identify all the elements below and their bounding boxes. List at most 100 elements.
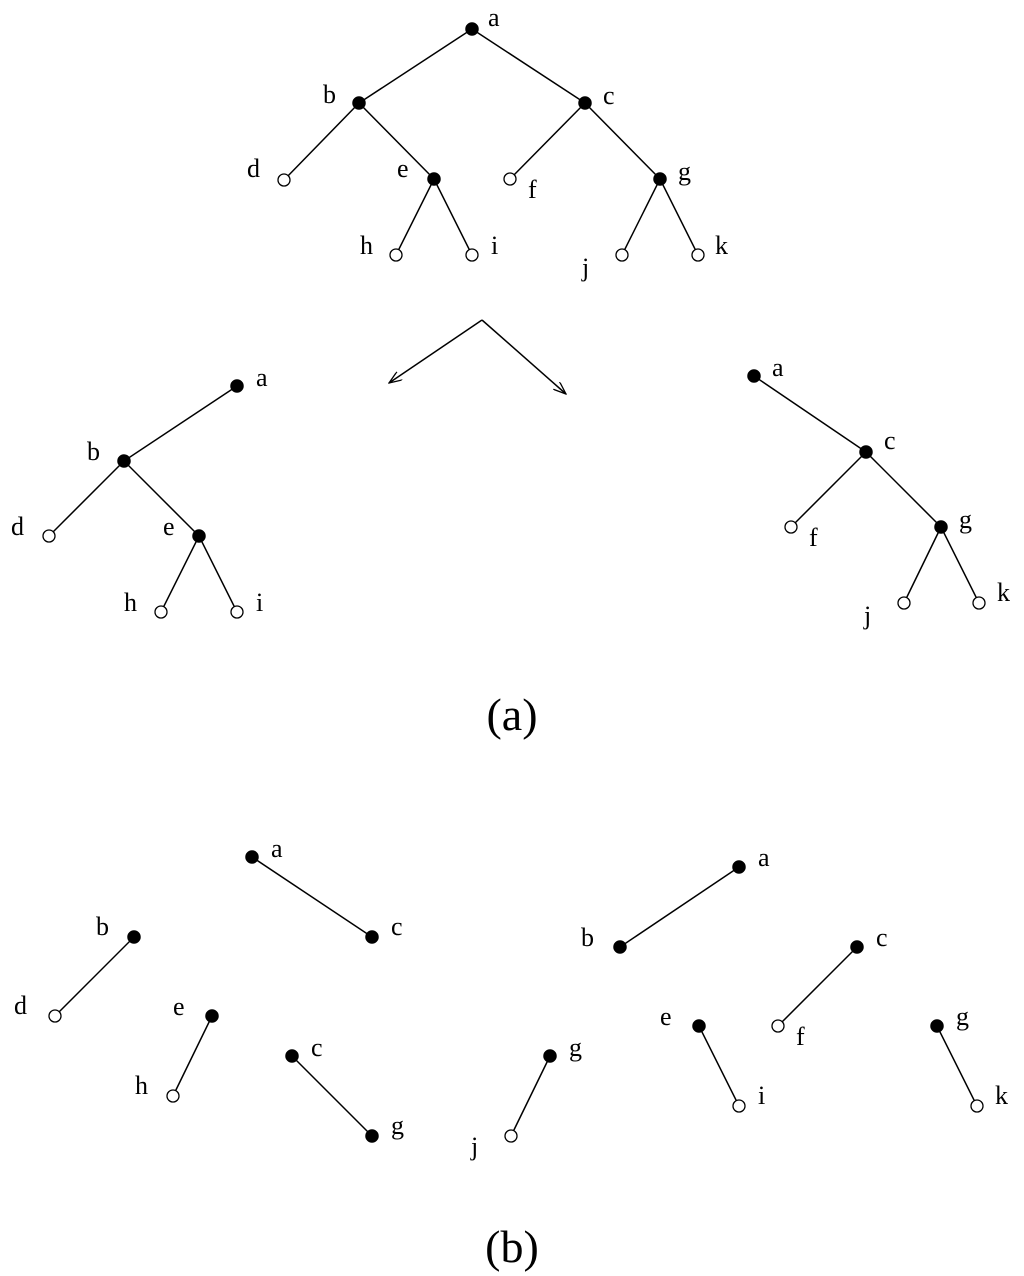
full-tree: a b c d e f g h i j k bbox=[247, 3, 728, 282]
label-k: k bbox=[995, 1081, 1008, 1110]
node-f bbox=[771, 1019, 785, 1033]
label-c: c bbox=[884, 426, 896, 455]
piece-a-b: a b bbox=[581, 843, 770, 954]
piece-e-h: e h bbox=[135, 992, 219, 1103]
node-j bbox=[897, 596, 911, 610]
node-c bbox=[285, 1049, 299, 1063]
node-k bbox=[691, 248, 705, 262]
node-b bbox=[127, 930, 141, 944]
label-g: g bbox=[956, 1002, 969, 1031]
node-e bbox=[205, 1009, 219, 1023]
node-g bbox=[365, 1129, 379, 1143]
label-b: b bbox=[96, 912, 109, 941]
left-subtree: a b d e h i bbox=[11, 363, 268, 619]
label-j: j bbox=[581, 253, 589, 282]
label-i: i bbox=[758, 1081, 765, 1110]
label-e: e bbox=[173, 992, 185, 1021]
label-d: d bbox=[14, 991, 27, 1020]
label-c: c bbox=[391, 912, 403, 941]
piece-c-f: c f bbox=[771, 923, 888, 1051]
node-a bbox=[747, 369, 761, 383]
label-a: a bbox=[772, 353, 784, 382]
label-k: k bbox=[715, 231, 728, 260]
label-j: j bbox=[863, 601, 871, 630]
label-i: i bbox=[256, 588, 263, 617]
label-c: c bbox=[311, 1033, 323, 1062]
label-b: b bbox=[87, 437, 100, 466]
label-d: d bbox=[247, 154, 260, 183]
node-h bbox=[154, 605, 168, 619]
node-j bbox=[615, 248, 629, 262]
node-e bbox=[692, 1019, 706, 1033]
node-a bbox=[465, 22, 479, 36]
node-f bbox=[503, 172, 517, 186]
label-i: i bbox=[491, 231, 498, 260]
label-e: e bbox=[397, 154, 409, 183]
node-e bbox=[192, 529, 206, 543]
node-d bbox=[277, 173, 291, 187]
piece-g-j: g j bbox=[470, 1033, 582, 1161]
node-h bbox=[166, 1089, 180, 1103]
node-f bbox=[784, 520, 798, 534]
label-a: a bbox=[758, 843, 770, 872]
piece-b-d: b d bbox=[14, 912, 141, 1023]
label-h: h bbox=[135, 1071, 148, 1100]
node-c bbox=[859, 445, 873, 459]
right-subtree: a c f g j k bbox=[747, 353, 1010, 630]
node-c bbox=[365, 930, 379, 944]
label-b: b bbox=[581, 923, 594, 952]
node-a bbox=[230, 379, 244, 393]
node-g bbox=[653, 172, 667, 186]
full-tree-nodes bbox=[277, 22, 705, 262]
label-j: j bbox=[470, 1132, 478, 1161]
node-b bbox=[117, 454, 131, 468]
label-f: f bbox=[796, 1022, 805, 1051]
node-i bbox=[732, 1099, 746, 1113]
node-e bbox=[427, 172, 441, 186]
label-c: c bbox=[603, 81, 615, 110]
node-g bbox=[543, 1049, 557, 1063]
piece-e-i: e i bbox=[660, 1002, 765, 1113]
piece-c-g: c g bbox=[285, 1033, 404, 1143]
label-g: g bbox=[959, 505, 972, 534]
label-g: g bbox=[391, 1111, 404, 1140]
label-g: g bbox=[678, 157, 691, 186]
label-g: g bbox=[569, 1033, 582, 1062]
node-k bbox=[970, 1099, 984, 1113]
label-f: f bbox=[809, 523, 818, 552]
label-a: a bbox=[271, 834, 283, 863]
label-e: e bbox=[163, 512, 175, 541]
node-k bbox=[972, 596, 986, 610]
node-a bbox=[732, 860, 746, 874]
node-d bbox=[42, 529, 56, 543]
label-c: c bbox=[876, 923, 888, 952]
label-f: f bbox=[528, 175, 537, 204]
edge-pieces: a c b d e h c g bbox=[14, 834, 1008, 1161]
node-h bbox=[389, 248, 403, 262]
node-a bbox=[245, 850, 259, 864]
caption-b: (b) bbox=[485, 1221, 539, 1272]
label-a: a bbox=[256, 363, 268, 392]
label-k: k bbox=[997, 578, 1010, 607]
piece-a-c: a c bbox=[245, 834, 403, 944]
split-arrows bbox=[389, 319, 566, 394]
label-d: d bbox=[11, 512, 24, 541]
piece-g-k: g k bbox=[930, 1002, 1008, 1113]
node-c bbox=[850, 940, 864, 954]
node-j bbox=[504, 1129, 518, 1143]
node-c bbox=[578, 96, 592, 110]
full-tree-edges bbox=[283, 28, 699, 256]
node-g bbox=[930, 1019, 944, 1033]
label-b: b bbox=[323, 80, 336, 109]
label-a: a bbox=[488, 3, 500, 32]
full-tree-labels: a b c d e f g h i j k bbox=[247, 3, 728, 282]
caption-a: (a) bbox=[486, 689, 537, 740]
node-i bbox=[230, 605, 244, 619]
label-h: h bbox=[124, 588, 137, 617]
node-b bbox=[352, 96, 366, 110]
label-h: h bbox=[360, 231, 373, 260]
label-e: e bbox=[660, 1002, 672, 1031]
node-g bbox=[934, 520, 948, 534]
node-i bbox=[465, 248, 479, 262]
